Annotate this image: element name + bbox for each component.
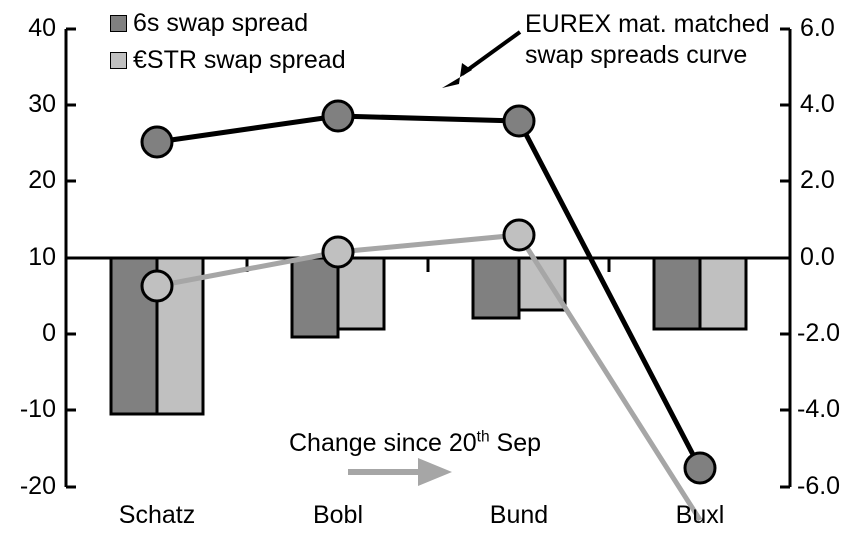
bar-group-bobl [290,256,386,339]
bar-group-buxl [652,256,748,331]
right-axis-tick-minus4: -4.0 [797,395,841,423]
left-axis-tick-20: 20 [28,166,56,194]
change-since-annotation: Change since 20th Sep [289,428,541,459]
eurex-point-bobl [321,99,355,133]
category-label-buxl: Buxl [675,501,725,529]
right-axis-tick-minus2: -2.0 [797,319,841,347]
left-axis-tick-minus10: -10 [19,395,56,423]
legend-label-6s: 6s swap spread [133,9,309,37]
curve-callout-line1: EUREX mat. matched [525,10,770,38]
left-axis-tick-0: 0 [42,319,56,347]
legend-swatch-6s-icon [110,15,127,32]
eurex-point-bund [502,104,536,138]
legend-label-estr: €STR swap spread [133,46,346,74]
right-axis-tick-2: 2.0 [800,166,835,194]
right-axis-tick-minus6: -6.0 [797,472,841,500]
right-axis-ticks [780,27,790,489]
eurex-point-schatz [140,125,174,159]
curve-callout-annotation: EUREX mat. matched swap spreads curve [525,9,770,70]
legend-swatch-estr-icon [110,52,127,69]
change-arrow-icon [348,458,452,486]
estr-matched-line [140,218,703,522]
estr-point-schatz [140,269,174,303]
right-axis-tick-4: 4.0 [800,90,835,118]
callout-arrow-icon [442,30,522,88]
eurex-point-buxl [683,451,717,485]
category-label-schatz: Schatz [118,501,196,529]
right-axis-tick-6: 6.0 [800,14,835,42]
category-label-bund: Bund [489,501,549,529]
legend-item-estr-swap-spread: €STR swap spread [110,48,346,73]
estr-point-bobl [321,235,355,269]
curve-callout-line2: swap spreads curve [525,40,748,69]
change-since-text-after: Sep [489,429,542,457]
left-axis-tick-40: 40 [28,14,56,42]
bar-6s-bobl [290,256,340,339]
estr-point-bund [502,218,536,252]
bar-estr-bobl [336,256,386,331]
bar-estr-buxl [698,256,748,331]
bar-6s-bund [471,256,521,320]
left-axis-tick-minus20: -20 [19,472,56,500]
category-label-bobl: Bobl [312,501,364,529]
left-axis-tick-10: 10 [28,243,56,271]
change-since-text-before: Change since 20 [289,429,477,457]
left-axis-ticks [66,27,76,489]
left-axis-tick-30: 30 [28,90,56,118]
change-since-superscript: th [476,428,490,446]
bar-estr-bund [517,256,567,312]
legend-item-6s-swap-spread: 6s swap spread [110,11,308,36]
eurex-matched-line [140,99,717,485]
bar-group-bund [471,256,567,320]
bar-6s-buxl [652,256,702,331]
right-axis-tick-0: 0.0 [800,243,835,271]
